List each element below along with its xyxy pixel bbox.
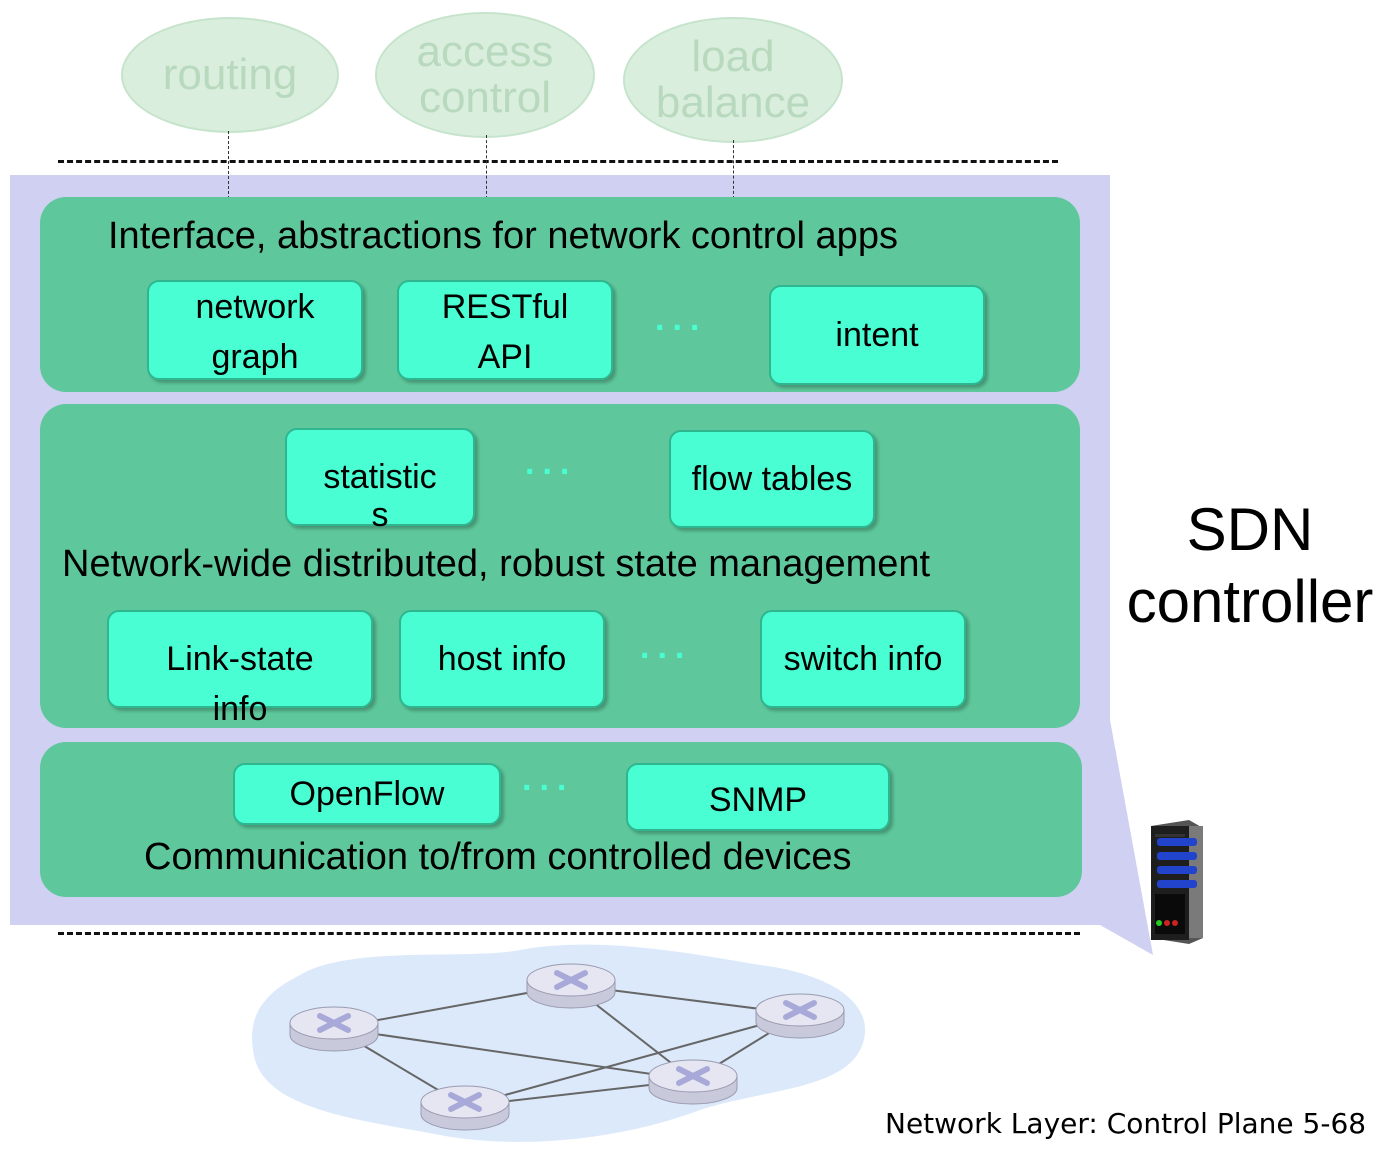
- box-restful-api: RESTful API: [397, 280, 613, 380]
- ellipsis-state-top: ...: [525, 444, 578, 482]
- northbound-boundary-line: [58, 160, 1058, 163]
- box-statistics: statistic s: [285, 428, 475, 534]
- box-link-state-info: Link-state info: [107, 610, 373, 728]
- box-openflow: OpenFlow: [233, 763, 501, 825]
- box-intent-line1: intent: [835, 316, 919, 354]
- box-snmp: SNMP: [626, 763, 890, 831]
- box-flow-tables: flow tables: [669, 430, 875, 528]
- box-intent: intent: [769, 285, 985, 385]
- router-icon: [526, 963, 616, 1009]
- app-routing-label: routing: [162, 50, 298, 99]
- ellipsis-communication: ...: [522, 760, 575, 798]
- box-statistics-line2: s: [371, 496, 389, 534]
- layer-communication: [40, 742, 1082, 897]
- box-link-state-info-line1: Link-state: [166, 640, 314, 678]
- southbound-boundary-line: [58, 932, 1080, 935]
- app-load-balance-label-line2: balance: [655, 78, 811, 127]
- app-load-balance-label-line1: load: [691, 32, 775, 81]
- router-icon: [289, 1006, 379, 1052]
- box-restful-api-line2: API: [477, 338, 533, 376]
- box-switch-info: switch info: [760, 610, 966, 708]
- router-icon: [420, 1085, 510, 1131]
- router-icon: [755, 993, 845, 1039]
- app-access-control-label-line2: control: [418, 73, 552, 122]
- box-link-state-info-line2: info: [212, 690, 268, 728]
- sdn-controller-label: SDN controller: [1108, 494, 1392, 638]
- layer-state-title: Network-wide distributed, robust state m…: [62, 543, 931, 585]
- connector-routing: [228, 131, 229, 199]
- box-network-graph-line1: network: [195, 288, 315, 326]
- app-access-control: access control: [375, 12, 595, 138]
- box-switch-info-line1: switch info: [783, 640, 943, 678]
- app-access-control-label-line1: access: [416, 27, 554, 76]
- connector-access-control: [486, 135, 487, 199]
- box-host-info-line1: host info: [437, 640, 567, 678]
- box-openflow-line1: OpenFlow: [289, 775, 445, 813]
- box-snmp-line1: SNMP: [708, 781, 808, 819]
- ellipsis-interface: ...: [655, 300, 708, 338]
- app-load-balance: load balance: [623, 17, 843, 143]
- slide-footer: Network Layer: Control Plane 5-68: [885, 1107, 1367, 1140]
- connector-load-balance: [733, 140, 734, 199]
- ellipsis-state-bottom: ...: [640, 628, 693, 666]
- server-icon: [1151, 820, 1203, 944]
- box-host-info: host info: [399, 610, 605, 708]
- sdn-controller-label-line1: SDN: [1186, 496, 1314, 563]
- box-restful-api-line1: RESTful: [441, 288, 569, 326]
- layer-interface-title: Interface, abstractions for network cont…: [108, 215, 898, 257]
- layer-communication-title: Communication to/from controlled devices: [144, 836, 852, 878]
- app-routing: routing: [121, 17, 339, 133]
- sdn-controller-label-line2: controller: [1126, 568, 1374, 635]
- box-network-graph: network graph: [147, 280, 363, 380]
- box-flow-tables-line1: flow tables: [691, 460, 853, 498]
- router-icon: [648, 1059, 738, 1105]
- box-statistics-line1: statistic: [323, 458, 437, 496]
- box-network-graph-line2: graph: [211, 338, 299, 376]
